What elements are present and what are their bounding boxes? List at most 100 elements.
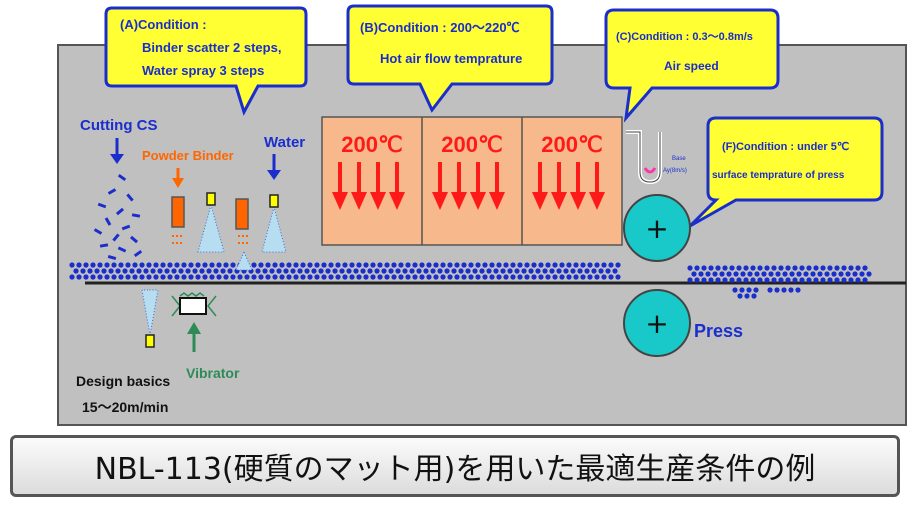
chip-dot [206,268,212,274]
chip-dot [440,262,446,268]
chip-dot [237,274,243,280]
chip-dot [356,274,362,280]
chip-dot [125,274,131,280]
chip-dot [747,271,753,277]
thermometer-label-2: Ay(8m/s) [663,168,687,174]
chip-dot [767,287,773,293]
water-spray-1 [197,192,225,253]
chip-dot [601,274,607,280]
chip-dot [761,271,767,277]
falling-chip [99,243,109,248]
chip-dot [782,271,788,277]
chip-dot [97,262,103,268]
chip-dot [715,265,721,271]
chip-dot [349,262,355,268]
chip-dot [178,268,184,274]
chip-dot [90,262,96,268]
chip-dot [160,262,166,268]
hot-air-arrow-icon [351,162,367,210]
chip-dot [587,274,593,280]
chip-dot [785,265,791,271]
chip-dot [87,268,93,274]
chip-dot [841,265,847,271]
chip-dot [251,274,257,280]
chip-dot [328,274,334,280]
chip-dot [251,262,257,268]
chip-dot [136,268,142,274]
chip-dot [286,274,292,280]
design-basics-label: Design basics [76,373,170,389]
chip-dot [440,274,446,280]
chip-dot [430,268,436,274]
vibrator-icon [171,292,217,317]
chip-dot [265,262,271,268]
chip-dot [391,262,397,268]
chip-dot [412,274,418,280]
chip-dot [563,268,569,274]
chip-dot [556,268,562,274]
chip-dot [321,274,327,280]
chip-dot [753,287,759,293]
chip-dot [827,277,833,283]
chip-dot [374,268,380,274]
chip-dot [398,274,404,280]
chip-dot [859,271,865,277]
chip-dot [83,274,89,280]
hot-air-arrow-icon [589,162,605,210]
chip-dot [594,274,600,280]
chip-dot [750,277,756,283]
hot-air-arrow-icon [432,162,448,210]
chip-dot [691,271,697,277]
chip-dot [733,271,739,277]
chip-dot [732,287,738,293]
chip-dot [108,268,114,274]
chip-dot [708,265,714,271]
chip-dot [111,274,117,280]
powder-binder-label: Powder Binder [142,148,234,163]
chip-dot [304,268,310,274]
chip-dot [188,262,194,268]
chip-dot [157,268,163,274]
chip-dot [412,262,418,268]
chip-dot [701,265,707,271]
chip-dot [698,271,704,277]
chip-dot [255,268,261,274]
chip-dot [615,262,621,268]
chip-dot [276,268,282,274]
chip-dot [419,274,425,280]
falling-chip [117,173,127,182]
chip-dot [740,271,746,277]
chip-dot [722,265,728,271]
chip-dot [855,265,861,271]
press-roller-top: + [623,194,691,262]
thermometer-icon: Base Ay(8m/s) [626,130,687,185]
chip-dot [423,268,429,274]
chip-dot [360,268,366,274]
chip-dot [580,274,586,280]
chip-dot [202,262,208,268]
chip-dot [566,262,572,268]
chip-dot [591,268,597,274]
hot-air-arrow-icon [451,162,467,210]
callout-c: (C)Condition : 0.3～0.8m/s Air speed [604,8,780,123]
chip-dot [612,268,618,274]
chip-dot [363,274,369,280]
chip-dot [461,274,467,280]
falling-chip [93,228,103,235]
chip-dot [792,277,798,283]
chip-dot [398,262,404,268]
chip-dot [370,262,376,268]
chip-dot [272,262,278,268]
chip-dot [598,268,604,274]
chip-dot [405,274,411,280]
chip-dot [813,277,819,283]
chip-dot [118,274,124,280]
chip-dot [517,274,523,280]
chip-dot [416,268,422,274]
chip-dot [300,274,306,280]
chip-dot [76,274,82,280]
chip-dot [751,293,757,299]
hot-air-arrow-icon [332,162,348,210]
chip-dot [605,268,611,274]
chip-dot [503,274,509,280]
